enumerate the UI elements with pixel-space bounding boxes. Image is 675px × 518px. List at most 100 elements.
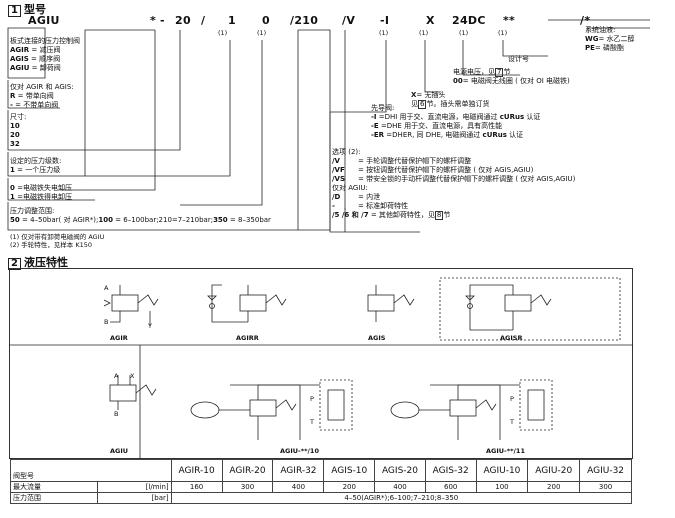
valve-item: 1 =电磁铁得电卸压 [10, 193, 72, 201]
section-number: 1 [8, 5, 21, 17]
mark: (1) [419, 29, 429, 37]
size-block: 尺寸: 10 20 32 [10, 113, 26, 149]
code-seal: /* [580, 14, 591, 27]
check-title: 仅对 AGIR 和 AGIS: [10, 83, 74, 91]
mark: (1) [459, 29, 469, 37]
notes-block: (1) 仅对带有卸荷电磁阀的 AGIU (2) 手轮特性，见样本 K150 [10, 233, 104, 249]
pilot-item: -ER =DHER, 同 DHE, 电磁阀通过 cURus 认证 [371, 131, 524, 139]
table-header-row: 阀型号 AGIR-10 AGIR-20 AGIR-32 AGIS-10 AGIS… [10, 459, 632, 482]
pilot-block: 先导阀: -I =DHI 用于交、直流电源，电磁阀通过 cURus 认证 -E … [371, 104, 540, 140]
level-block: 设定的压力级数: 1 = 一个压力级 [10, 157, 61, 175]
model-cell: AGIR-10 [170, 459, 223, 482]
seal-block: 系统油液: WG= 水乙二醇 PE= 磷酸酯 [585, 26, 635, 53]
symbol-label-agiu-11: AGIU-**/11 [486, 447, 525, 455]
range-title: 压力调整范围: [10, 207, 55, 215]
series-item: AGIS = 顺序阀 [10, 55, 61, 63]
valve-block: 0 =电磁铁失电卸压 1 =电磁铁得电卸压 [10, 184, 72, 202]
size-title: 尺寸: [10, 113, 27, 121]
code-slash: / [201, 14, 206, 27]
code-voltage: 24DC [452, 14, 486, 27]
flow-cell: 100 [475, 481, 529, 493]
row-unit: [l/min] [96, 481, 172, 493]
code-pilot: -I [380, 14, 390, 27]
model-cell: AGIU-20 [527, 459, 581, 482]
pressure-cell: 4–50(AGIR*);6–100;7–210;8–350 [170, 492, 633, 504]
seal-title: 系统油液: [585, 26, 616, 34]
option-item: /VS= 带安全锁的手动杆调整代替保护帽下的螺杆调整 ( 仅对 AGIS,AGI… [332, 175, 576, 183]
flow-cell: 200 [323, 481, 376, 493]
port-label: X [130, 372, 135, 380]
row-label: 最大流量 [10, 481, 98, 493]
model-cell: AGIR-20 [221, 459, 274, 482]
flow-cell: 160 [170, 481, 223, 493]
flow-cell: 300 [221, 481, 274, 493]
flow-cell: 300 [579, 481, 632, 493]
size-item: 32 [10, 140, 20, 148]
code-range: /210 [290, 14, 319, 27]
pilot-item: -E =DHE 用于交、直流电源，具有高性能 [371, 122, 503, 130]
option-title: 选项 (2): [332, 148, 361, 156]
series-block: 板式连接的压力控制阀 AGIR = 减压阀 AGIS = 顺序阀 AGIU = … [10, 37, 80, 73]
mark: (1) [498, 29, 508, 37]
note: (1) 仅对带有卸荷电磁阀的 AGIU [10, 233, 105, 241]
table-corner: 阀型号 [10, 459, 172, 482]
model-cell: AGIS-32 [424, 459, 477, 482]
flow-cell: 400 [272, 481, 325, 493]
code-level: 1 [228, 14, 236, 27]
option-item: /VF= 按钮调整代替保护帽下的螺杆调整 ( 仅对 AGIS,AGIU) [332, 166, 534, 174]
code-size: 20 [175, 14, 191, 27]
code-plug: X [426, 14, 435, 27]
model-cell: AGIR-32 [272, 459, 325, 482]
series-item: AGIR = 减压阀 [10, 46, 61, 54]
symbols-frame [9, 268, 633, 459]
port-label: T [310, 418, 314, 426]
symbol-label-agir: AGIR [110, 334, 128, 342]
spec-table: 阀型号 AGIR-10 AGIR-20 AGIR-32 AGIS-10 AGIS… [10, 459, 633, 504]
model-cell: AGIS-20 [374, 459, 426, 482]
valve-item: 0 =电磁铁失电卸压 [10, 184, 72, 192]
check-block: 仅对 AGIR 和 AGIS: R = 带单向阀 - = 不带单向阀 [10, 83, 74, 110]
port-label: A [114, 372, 119, 380]
flow-cell: 400 [374, 481, 426, 493]
row-label: 压力范围 [10, 492, 98, 504]
pilot-title: 先导阀: [371, 104, 395, 112]
symbol-label-agisr: AGISR [500, 334, 523, 342]
agiu-title: 仅对 AGIU: [332, 184, 368, 192]
design-label: 设计号 [508, 55, 529, 63]
code-dash: - [160, 14, 165, 27]
code-star: * [150, 14, 157, 27]
port-label: T [510, 418, 514, 426]
row-unit: [bar] [96, 492, 172, 504]
port-label: P [310, 395, 314, 403]
code-valve: 0 [262, 14, 270, 27]
note: (2) 手轮特性，见样本 K150 [10, 241, 93, 249]
flow-cell: 200 [527, 481, 581, 493]
size-item: 20 [10, 131, 20, 139]
leader-lines [7, 19, 650, 233]
seal-item: PE= 磷酸酯 [585, 44, 625, 52]
pilot-item: -I =DHI 用于交、直流电源，电磁阀通过 cURus 认证 [371, 113, 541, 121]
level-title: 设定的压力级数: [10, 157, 62, 165]
mark: (1) [257, 29, 267, 37]
code-series: AGIU [28, 14, 60, 27]
mark: (1) [218, 29, 228, 37]
option-item: /V= 手轮调整代替保护帽下的螺杆调整 [332, 157, 472, 165]
level-item: 1 = 一个压力级 [10, 166, 61, 174]
range-block: 压力调整范围: 50 = 4–50bar( 对 AGIR*);100 = 6–1… [10, 207, 271, 225]
check-item: - = 不带单向阀 [10, 101, 59, 109]
section-number: 2 [8, 258, 21, 270]
model-cell: AGIU-10 [475, 459, 529, 482]
size-item: 10 [10, 122, 20, 130]
flow-cell: 600 [424, 481, 477, 493]
code-design: ** [503, 14, 516, 27]
check-item: R = 带单向阀 [10, 92, 54, 100]
agiu-item: -= 标准卸荷特性 [332, 202, 409, 210]
table-row: 压力范围 [bar] 4–50(AGIR*);6–100;7–210;8–350 [10, 492, 633, 504]
model-cell: AGIS-10 [323, 459, 376, 482]
